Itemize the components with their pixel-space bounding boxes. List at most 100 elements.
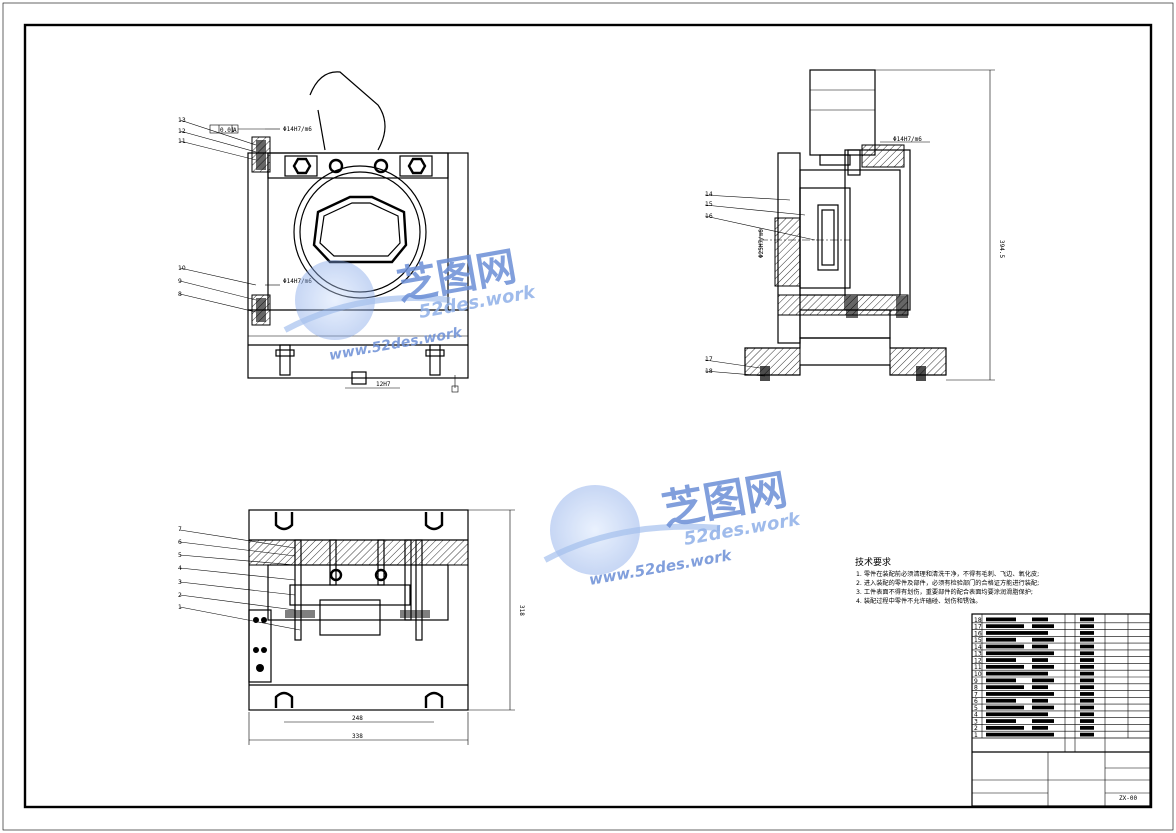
side-height-dim: 394.5	[998, 240, 1005, 258]
title-block-redacted-cell	[986, 725, 1024, 730]
title-block-redacted-cell	[1080, 664, 1094, 669]
top-label-3: 3	[178, 579, 182, 586]
title-block-redacted-cell	[1032, 685, 1048, 690]
tech-requirement-3: 3. 工件表面不得有划伤，重要部件的配合表面均要涂润滑脂保护;	[856, 588, 1033, 596]
title-block-redacted-cell	[1032, 698, 1048, 703]
title-block-redacted-cell	[986, 719, 1016, 723]
title-block-redacted-cell	[986, 712, 1032, 717]
watermark-globe-icon	[550, 485, 640, 575]
title-block-redacted-cell	[986, 732, 1032, 737]
side-bore-dim: Φ25H7/m6	[758, 229, 765, 258]
title-block-row-number: 14	[974, 644, 982, 651]
title-block-redacted-cell	[1080, 685, 1094, 690]
top-label-5: 5	[178, 552, 182, 559]
title-block-redacted-cell	[1080, 705, 1094, 710]
title-block-redacted-cell	[1032, 719, 1054, 723]
title-block-redacted-cell	[986, 651, 1032, 656]
top-label-7: 7	[178, 526, 182, 533]
title-block-redacted-cell	[1032, 664, 1054, 669]
title-block-redacted-cell	[1032, 637, 1054, 642]
title-block-redacted-cell	[1080, 678, 1094, 683]
title-block-redacted-cell	[986, 705, 1024, 710]
title-block-row-number: 16	[974, 630, 982, 637]
side-label-16: 16	[705, 213, 713, 220]
title-block-row-number: 1	[974, 732, 978, 739]
tech-requirements-title: 技术要求	[855, 556, 891, 568]
title-block-row-number: 18	[974, 617, 982, 624]
side-view	[704, 69, 995, 381]
title-block-redacted-cell	[1080, 719, 1094, 723]
front-label-9: 9	[178, 278, 182, 285]
side-label-17: 17	[705, 356, 713, 363]
watermark-globe-icon	[295, 260, 375, 340]
title-block-row-number: 4	[974, 712, 978, 719]
front-label-11: 11	[178, 138, 186, 145]
top-width-dim: 338	[352, 733, 363, 740]
tech-requirement-4: 4. 装配过程中零件不允许磕碰、划伤和锈蚀。	[856, 597, 981, 605]
front-view	[179, 71, 469, 393]
front-label-10: 10	[178, 265, 186, 272]
top-label-4: 4	[178, 565, 182, 572]
title-block-redacted-cell	[1080, 671, 1094, 676]
title-block-redacted-cell	[1080, 725, 1094, 730]
title-block-redacted-cell	[1080, 631, 1094, 635]
front-tolerance-mid: Φ14H7/m6	[283, 278, 312, 285]
title-block-redacted-cell	[986, 617, 1016, 622]
title-block-redacted-cell	[1080, 617, 1094, 622]
tech-requirement-1: 1. 零件在装配前必须清理和清洗干净，不得有毛刺、飞边、氧化皮;	[856, 570, 1039, 578]
title-block-redacted-cell	[1080, 651, 1094, 656]
front-label-8: 8	[178, 291, 182, 298]
front-geo-tol: 0.01	[220, 127, 235, 134]
front-label-13: 13	[178, 117, 186, 124]
title-block	[971, 613, 1151, 807]
top-slot-dim: 248	[352, 715, 363, 722]
title-block-redacted-cell	[1080, 692, 1094, 696]
title-block-row-number: 11	[974, 664, 982, 671]
title-block-row-number: 13	[974, 651, 982, 658]
title-block-redacted-cell	[1032, 617, 1048, 622]
title-block-row-number: 5	[974, 705, 978, 712]
title-block-redacted-cell	[986, 631, 1032, 635]
top-label-1: 1	[178, 604, 182, 611]
title-block-row-number: 6	[974, 698, 978, 705]
side-label-14: 14	[705, 191, 713, 198]
title-block-redacted-cell	[1080, 712, 1094, 717]
title-block-redacted-cell	[1032, 705, 1054, 710]
title-block-redacted-cell	[1080, 637, 1094, 642]
title-block-redacted-cell	[986, 664, 1024, 669]
title-block-redacted-cell	[1080, 624, 1094, 629]
title-block-redacted-cell	[986, 698, 1016, 703]
title-block-redacted-cell	[1032, 671, 1048, 676]
title-block-redacted-cell	[1032, 658, 1048, 662]
top-label-6: 6	[178, 539, 182, 546]
front-label-12: 12	[178, 128, 186, 135]
title-block-redacted-cell	[1032, 631, 1048, 635]
watermark-1	[283, 260, 451, 340]
top-label-2: 2	[178, 592, 182, 599]
title-block-redacted-cell	[986, 637, 1016, 642]
front-datum: A	[233, 127, 237, 134]
title-block-row-number: 2	[974, 725, 978, 732]
title-block-redacted-cell	[986, 624, 1024, 629]
title-block-redacted-cell	[1032, 644, 1048, 649]
title-block-redacted-cell	[1032, 725, 1048, 730]
tech-requirement-2: 2. 进入装配的零件及部件，必须有检验部门的合格证方能进行装配;	[856, 579, 1039, 587]
top-depth-dim: 318	[518, 605, 525, 616]
title-block-redacted-cell	[1080, 658, 1094, 662]
side-label-18: 18	[705, 368, 713, 375]
title-block-redacted-cell	[986, 692, 1032, 696]
title-block-redacted-cell	[1080, 644, 1094, 649]
title-block-row-number: 12	[974, 657, 982, 664]
title-block-redacted-cell	[1080, 698, 1094, 703]
title-block-row-number: 8	[974, 685, 978, 692]
title-block-row-number: 7	[974, 691, 978, 698]
inner-border	[23, 23, 1153, 809]
title-block-row-number: 17	[974, 624, 982, 631]
drawing-number: ZX-00	[1119, 795, 1137, 802]
title-block-row-number: 10	[974, 671, 982, 678]
title-block-redacted-cell	[986, 644, 1024, 649]
title-block-redacted-cell	[1032, 732, 1054, 737]
